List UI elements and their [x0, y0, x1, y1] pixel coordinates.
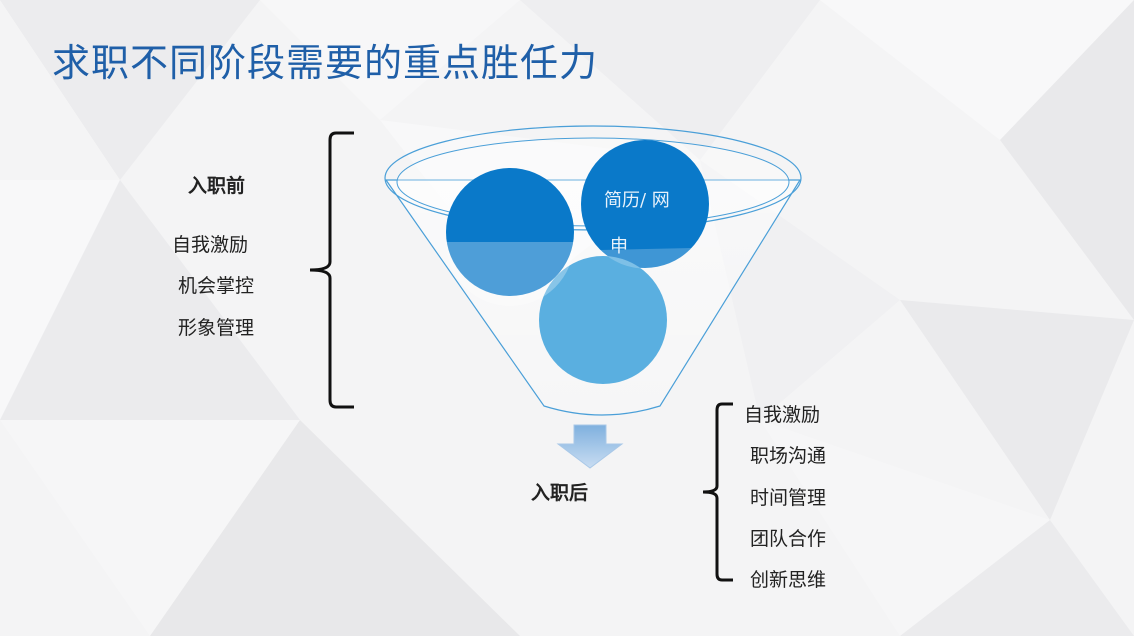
after-item: 创新思维 [750, 569, 827, 591]
before-item: 自我激励 [172, 234, 249, 256]
before-item: 形象管理 [178, 317, 255, 339]
after-item: 团队合作 [750, 528, 827, 550]
after-item: 职场沟通 [750, 445, 827, 467]
page-title: 求职不同阶段需要的重点胜任力 [52, 41, 599, 85]
down-arrow [556, 424, 624, 469]
left-brace [309, 131, 354, 409]
circle-label-line2: 申 [610, 236, 628, 257]
funnel-circle-left [446, 168, 574, 296]
circle-label-line1: 简历/ 网 [604, 190, 670, 211]
after-item: 自我激励 [744, 404, 821, 426]
funnel-circle-bottom [539, 256, 667, 384]
before-item: 机会掌控 [178, 275, 255, 297]
before-heading: 入职前 [188, 175, 246, 197]
funnel-circle-right [581, 140, 709, 268]
after-item: 时间管理 [750, 487, 827, 509]
right-brace [702, 402, 733, 582]
after-heading: 入职后 [531, 482, 589, 504]
